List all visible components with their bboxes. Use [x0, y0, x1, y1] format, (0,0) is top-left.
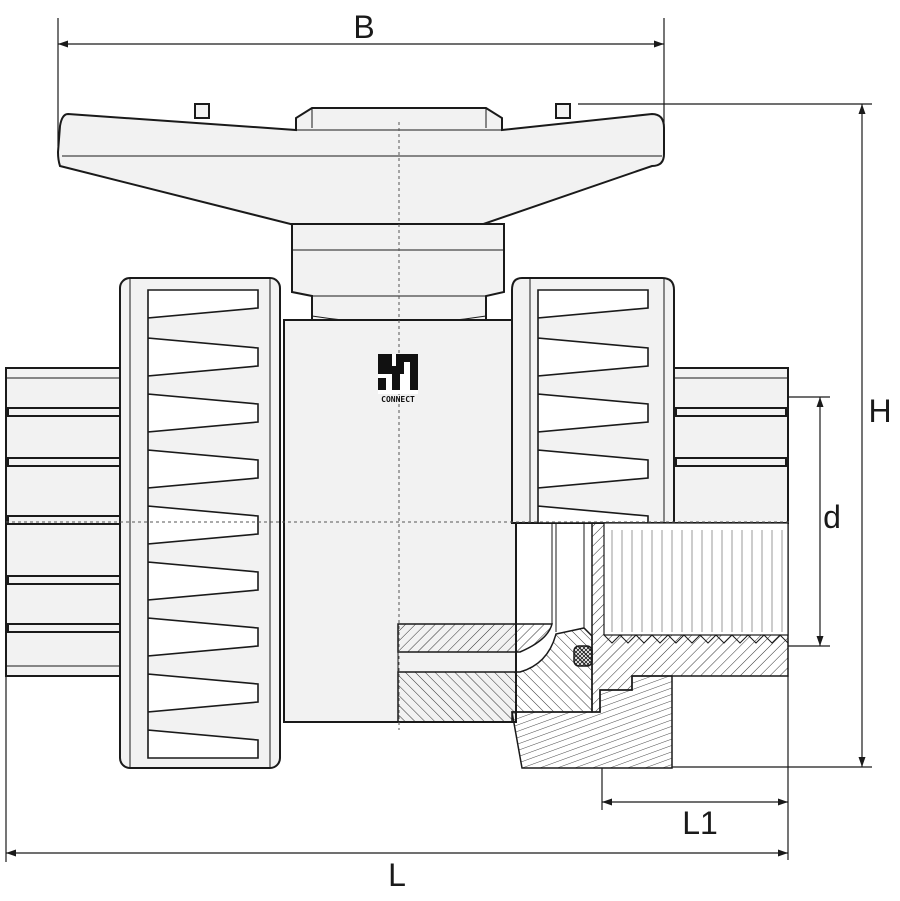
- section-view: [397, 522, 789, 769]
- internal-thread: [603, 530, 789, 644]
- handle-lever: [56, 107, 665, 254]
- valve-stem: [291, 223, 505, 324]
- dimension-label-L1: L1: [682, 805, 718, 841]
- brand-logo: CONNECT: [378, 354, 418, 404]
- dimension-label-H: H: [868, 393, 891, 429]
- dimension-label-B: B: [353, 9, 374, 45]
- dimension-H: H: [578, 103, 892, 768]
- o-ring-seal: [573, 645, 593, 667]
- right-pipe-end: [673, 367, 789, 524]
- dimension-L: L: [5, 676, 788, 893]
- dimension-L1: L1: [601, 676, 789, 860]
- handle: [56, 103, 665, 254]
- right-union-nut: [511, 277, 675, 524]
- left-union-nut: [119, 277, 281, 769]
- dimension-B: B: [57, 9, 665, 146]
- dimension-d: d: [788, 396, 841, 647]
- handle-stop-right: [555, 103, 571, 119]
- handle-stop-left: [194, 103, 210, 119]
- dimension-label-d: d: [823, 499, 841, 535]
- dimension-label-L: L: [388, 857, 406, 893]
- logo-caption: CONNECT: [381, 395, 415, 404]
